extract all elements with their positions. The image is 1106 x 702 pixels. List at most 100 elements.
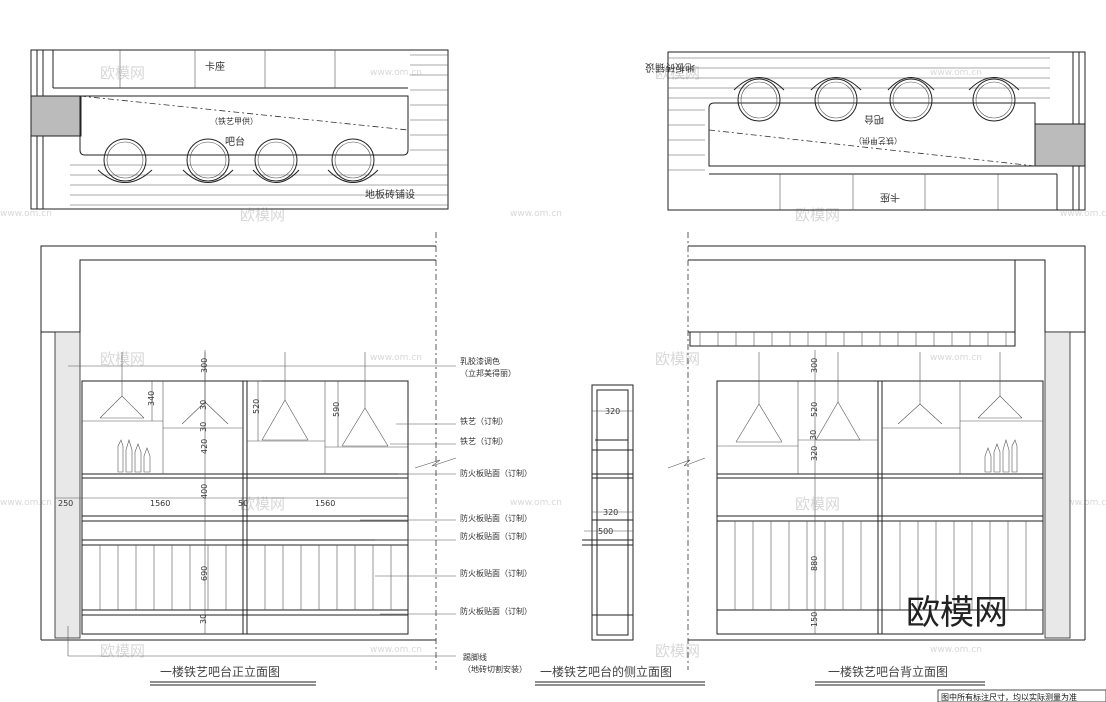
watermark-url: www.om.cn bbox=[1060, 498, 1106, 508]
floor-label: 地板砖铺设 bbox=[645, 61, 695, 74]
back-elevation-title: 一楼铁艺吧台背立面图 bbox=[828, 664, 948, 679]
dim-320a: 320 bbox=[605, 407, 620, 416]
stool bbox=[331, 138, 375, 182]
break-line bbox=[708, 129, 1036, 167]
watermark-brand: 欧模网 bbox=[795, 206, 840, 224]
annotation-paint: 乳胶漆调色 bbox=[460, 356, 500, 366]
annotation-iron: 铁艺（订制） bbox=[460, 416, 508, 426]
dim-250: 250 bbox=[58, 499, 73, 508]
annotation-laminate: 防火板贴面（订制） bbox=[460, 568, 532, 578]
break-line bbox=[79, 95, 409, 131]
stool bbox=[186, 138, 230, 182]
back-elevation: 300 520 30 320 880 150 一楼铁艺吧台背立面图 bbox=[687, 232, 1086, 686]
watermark-url: www.om.cn bbox=[930, 353, 982, 363]
watermark-url: www.om.cn bbox=[1060, 209, 1106, 219]
dim-30a: 30 bbox=[199, 422, 208, 432]
dim-30b: 30 bbox=[199, 400, 208, 410]
dim-150: 150 bbox=[810, 612, 819, 627]
stool bbox=[737, 78, 781, 122]
front-elevation: 300 340 30 520 590 30 420 400 250 1560 5… bbox=[40, 232, 532, 686]
watermark-brand: 欧模网 bbox=[795, 495, 840, 513]
annotation-skirting-note: （地砖切割安装） bbox=[463, 664, 527, 674]
stool bbox=[889, 78, 933, 122]
dim-50: 50 bbox=[238, 499, 248, 508]
dim-690: 690 bbox=[200, 566, 209, 581]
watermark-brand: 欧模网 bbox=[100, 64, 145, 82]
watermark-url: www.om.cn bbox=[510, 498, 562, 508]
bar-counter bbox=[79, 95, 409, 156]
side-elevation-title: 一楼铁艺吧台的侧立面图 bbox=[540, 664, 672, 679]
dim-300: 300 bbox=[810, 358, 819, 373]
leader-lines bbox=[67, 365, 456, 657]
floor-hatch bbox=[70, 54, 448, 206]
stool bbox=[254, 138, 298, 182]
dim-340: 340 bbox=[147, 391, 156, 406]
watermark-brand: 欧模网 bbox=[100, 642, 145, 660]
watermark-url: www.om.cn bbox=[0, 209, 52, 219]
slat-panel bbox=[734, 521, 1027, 610]
watermark-url: www.om.cn bbox=[0, 498, 52, 508]
bar-stools bbox=[733, 77, 1020, 122]
watermark-brand: 欧模网 bbox=[655, 642, 700, 660]
watermark-brand: 欧模网 bbox=[655, 350, 700, 368]
annotation-paint-brand: （立邦美得丽） bbox=[460, 368, 516, 378]
cabinet-frame bbox=[716, 380, 1044, 635]
dim-30: 30 bbox=[809, 430, 818, 440]
bottles bbox=[117, 438, 151, 473]
watermark-url: www.om.cn bbox=[370, 353, 422, 363]
plan-border bbox=[667, 51, 1086, 211]
pendant-lamps bbox=[735, 352, 1023, 443]
seating-label: 卡座 bbox=[205, 60, 225, 73]
side-frame bbox=[591, 384, 634, 641]
dim-500: 500 bbox=[598, 527, 613, 536]
dim-590: 590 bbox=[332, 402, 341, 417]
dim-320: 320 bbox=[810, 446, 819, 461]
watermark-url: www.om.cn bbox=[370, 645, 422, 655]
iron-label: （铁艺甲供） bbox=[854, 136, 902, 146]
stool bbox=[814, 78, 858, 122]
corner-note-text: 图中所有标注尺寸，均以实际测量为准 bbox=[941, 692, 1077, 702]
stool bbox=[103, 138, 147, 182]
valance bbox=[689, 331, 1016, 347]
dim-520: 520 bbox=[252, 399, 261, 414]
watermark-brand: 欧模网 bbox=[240, 206, 285, 224]
slat-panel bbox=[99, 545, 392, 610]
bar-label: 吧台 bbox=[225, 135, 245, 148]
watermark-brand: 欧模网 bbox=[240, 495, 285, 513]
cabinet-frame bbox=[81, 380, 409, 635]
dim-880: 880 bbox=[810, 556, 819, 571]
dim-520: 520 bbox=[810, 402, 819, 417]
watermark-url: www.om.cn bbox=[510, 209, 562, 219]
dim-30c: 30 bbox=[199, 614, 208, 624]
dim-400: 400 bbox=[200, 484, 209, 499]
watermark-layer: 欧模网 www.om.cn 欧模网 www.om.cn www.om.cn 欧模… bbox=[0, 64, 1106, 660]
side-elevation: 320 320 500 一楼铁艺吧台的侧立面图 bbox=[414, 384, 706, 686]
bar-counter bbox=[708, 102, 1036, 167]
annotation-laminate: 防火板贴面（订制） bbox=[460, 513, 532, 523]
annotation-laminate: 防火板贴面（订制） bbox=[460, 468, 532, 478]
dim-300: 300 bbox=[200, 358, 209, 373]
dim-320b: 320 bbox=[603, 508, 618, 517]
wall-pier bbox=[1044, 331, 1071, 639]
dim-1560b: 1560 bbox=[315, 499, 335, 508]
bar-stools bbox=[97, 138, 379, 183]
watermark-url: www.om.cn bbox=[930, 68, 982, 78]
corner-note: 图中所有标注尺寸，均以实际测量为准 bbox=[937, 689, 1106, 702]
stool bbox=[972, 78, 1016, 122]
annotation-laminate: 防火板贴面（订制） bbox=[460, 606, 532, 616]
dim-1560a: 1560 bbox=[150, 499, 170, 508]
brand-watermark: 欧模网 bbox=[906, 593, 1008, 633]
column-block bbox=[1034, 123, 1086, 167]
annotation-iron: 铁艺（订制） bbox=[460, 436, 508, 446]
annotation-laminate: 防火板贴面（订制） bbox=[460, 531, 532, 541]
watermark-url: www.om.cn bbox=[370, 68, 422, 78]
wall-pier bbox=[54, 331, 81, 639]
front-elevation-title: 一楼铁艺吧台正立面图 bbox=[160, 664, 280, 679]
watermark-url: www.om.cn bbox=[930, 645, 982, 655]
plan-front: 卡座 （铁艺甲供） 吧台 地板砖铺设 bbox=[30, 49, 449, 210]
bottles bbox=[984, 438, 1018, 473]
floor-label: 地板砖铺设 bbox=[365, 188, 415, 201]
annotation-skirting: 踢脚线 bbox=[463, 652, 487, 662]
floor-hatch bbox=[668, 57, 1050, 171]
